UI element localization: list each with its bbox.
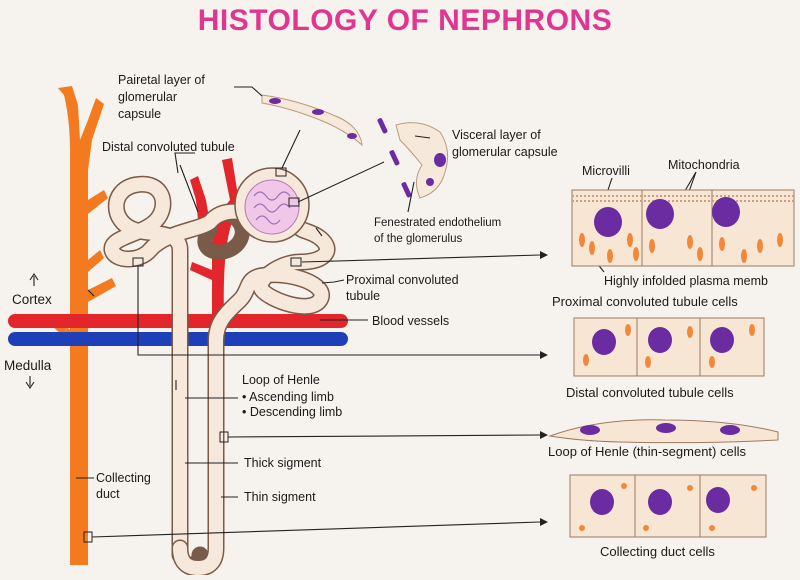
label-ascending-limb: • Ascending limb (242, 390, 334, 404)
label-thin-segment: Thin sigment (244, 490, 316, 504)
dct-cell-panel (573, 317, 765, 377)
label-dct-cells: Distal convoluted tubule cells (566, 385, 734, 400)
label-collecting-2: duct (96, 487, 120, 501)
loh-cell-panel (548, 419, 779, 444)
label-pct-cells: Proximal convoluted tubule cells (552, 294, 738, 309)
nephron-tubule (103, 175, 336, 577)
label-microvilli: Microvilli (582, 164, 630, 178)
label-visceral-2: glomerular capsule (452, 145, 558, 159)
label-collecting-1: Collecting (96, 471, 151, 485)
medulla-arrow (25, 376, 35, 389)
leader-lines (76, 86, 697, 538)
label-proximal-2: tubule (346, 289, 380, 303)
label-visceral-1: Visceral layer of (452, 128, 541, 142)
label-parietal-1: Pairetal layer of (118, 73, 205, 87)
label-blood-vessels: Blood vessels (372, 314, 449, 328)
label-descending-limb: • Descending limb (242, 405, 342, 419)
label-cd-cells: Collecting duct cells (600, 544, 715, 559)
glomerular-capsule (234, 167, 310, 243)
pct-cell-panel (571, 189, 795, 267)
label-medulla: Medulla (4, 358, 52, 373)
label-parietal-2: glomerular (118, 90, 177, 104)
label-infolded-membrane: Highly infolded plasma memb (604, 274, 768, 288)
label-thick-segment: Thick sigment (244, 456, 322, 470)
arrowheads (540, 251, 548, 526)
label-distal: Distal convoluted tubule (102, 140, 235, 154)
label-fenestrated-2: of the glomerulus (374, 233, 462, 245)
label-proximal-1: Proximal convoluted (346, 273, 459, 287)
cortex-arrow (29, 273, 39, 286)
parietal-layer-cells (261, 94, 363, 147)
label-loop-of-henle: Loop of Henle (242, 373, 320, 387)
label-parietal-3: capsule (118, 107, 161, 121)
cd-cell-panel (569, 474, 767, 538)
label-fenestrated-1: Fenestrated endothelium (374, 217, 501, 229)
visceral-layer-cells (377, 118, 449, 199)
diagram-title: HISTOLOGY OF NEPHRONS (198, 4, 612, 37)
labels: Pairetal layer of glomerular capsule Dis… (4, 73, 768, 559)
label-loh-cells: Loop of Henle (thin-segment) cells (548, 444, 746, 459)
label-cortex: Cortex (12, 292, 52, 307)
label-mitochondria: Mitochondria (668, 158, 740, 172)
